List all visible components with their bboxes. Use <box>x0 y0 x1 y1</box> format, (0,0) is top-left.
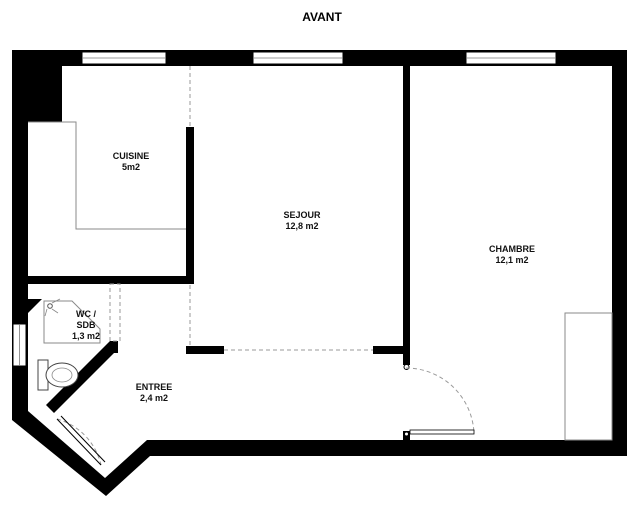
wall-kitchen-corner <box>28 66 62 122</box>
chambre-door <box>403 364 475 437</box>
room-label-wc-line2: SDB <box>76 320 96 330</box>
window-sejour <box>252 51 344 65</box>
orientation-label: AVANT <box>302 10 342 24</box>
room-area-sejour: 12,8 m2 <box>285 221 318 231</box>
window-chambre <box>465 51 557 65</box>
wall-wc-diagonal <box>46 341 118 413</box>
entree-closet <box>109 283 121 342</box>
toilet-icon <box>37 359 79 391</box>
wall-sejour-chambre <box>403 66 410 365</box>
room-area-cuisine: 5m2 <box>122 162 140 172</box>
entrance-door <box>56 415 106 466</box>
room-label-wc-line1: WC / <box>76 309 96 319</box>
window-kitchen <box>81 51 167 65</box>
wall-wc-upper <box>28 299 42 313</box>
floor-area <box>28 66 612 478</box>
wall-sejour-bottom-right <box>373 346 410 354</box>
wall-wc-right-stub <box>110 341 118 353</box>
room-label-entree: ENTREE <box>136 382 173 392</box>
wall-kitchen-right <box>186 127 194 283</box>
wall-sejour-bottom-left <box>186 346 224 354</box>
room-area-chambre: 12,1 m2 <box>495 255 528 265</box>
window-wc <box>12 323 27 367</box>
room-label-sejour: SEJOUR <box>283 210 321 220</box>
chambre-wardrobe <box>564 312 613 441</box>
room-area-entree: 2,4 m2 <box>140 393 168 403</box>
room-area-wc: 1,3 m2 <box>72 331 100 341</box>
kitchen-counter <box>28 121 186 230</box>
shower <box>43 298 101 344</box>
wall-kitchen-bottom <box>28 276 194 284</box>
room-label-chambre: CHAMBRE <box>489 244 535 254</box>
room-label-cuisine: CUISINE <box>113 151 150 161</box>
